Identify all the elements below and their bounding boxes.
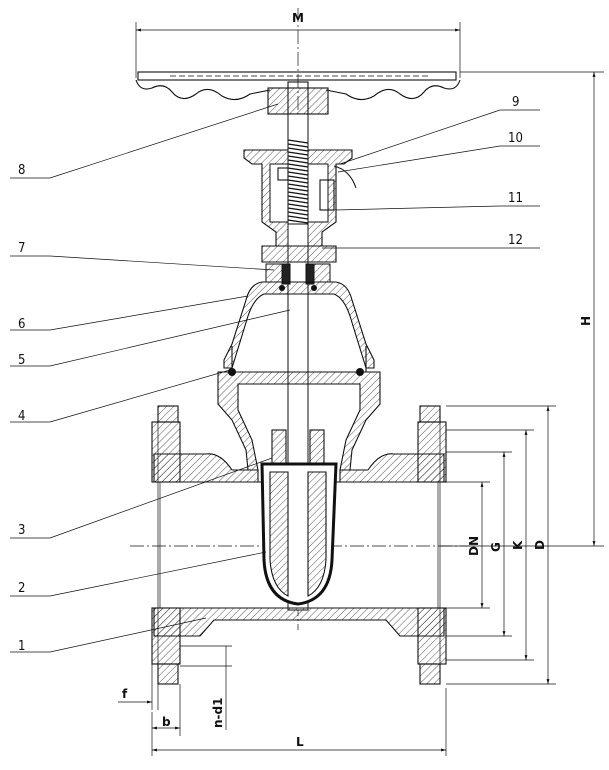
dim-nd1-label: n-d1 bbox=[211, 698, 225, 728]
dim-nd1: n-d1 bbox=[180, 645, 232, 730]
callout-1: 1 bbox=[18, 639, 25, 654]
dim-b: b bbox=[151, 684, 181, 756]
callout-6: 6 bbox=[18, 317, 25, 332]
callout-7: 7 bbox=[18, 241, 25, 256]
left-flange bbox=[151, 405, 181, 685]
callout-5: 5 bbox=[18, 353, 25, 368]
dim-DN: DN bbox=[446, 481, 490, 609]
dim-H-label: H bbox=[579, 316, 593, 326]
dim-DN-label: DN bbox=[467, 536, 481, 556]
callout-3: 3 bbox=[18, 523, 25, 538]
callout-4: 4 bbox=[18, 409, 25, 424]
right-flange bbox=[417, 405, 447, 685]
dim-H: H bbox=[440, 71, 604, 547]
dim-K: K bbox=[446, 429, 534, 661]
callout-12: 12 bbox=[508, 233, 523, 248]
dim-D: D bbox=[446, 405, 556, 685]
dim-f: f bbox=[118, 664, 159, 710]
dim-M-label: M bbox=[292, 11, 304, 25]
leader-lines bbox=[10, 103, 540, 653]
callout-9: 9 bbox=[512, 95, 519, 110]
callout-8: 8 bbox=[18, 163, 25, 178]
callout-10: 10 bbox=[508, 131, 523, 146]
callout-2: 2 bbox=[18, 581, 25, 596]
dim-M: M bbox=[135, 11, 461, 78]
dim-K-label: K bbox=[511, 540, 525, 550]
handwheel bbox=[135, 71, 461, 115]
dim-D-label: D bbox=[533, 540, 547, 550]
dim-f-label: f bbox=[122, 687, 128, 701]
dim-G: G bbox=[446, 451, 512, 637]
dim-L: L bbox=[152, 688, 447, 756]
dim-b-label: b bbox=[162, 715, 171, 729]
callout-11: 11 bbox=[508, 191, 523, 206]
dim-L-label: L bbox=[296, 735, 304, 749]
dim-G-label: G bbox=[489, 542, 503, 552]
wedge bbox=[260, 429, 338, 606]
